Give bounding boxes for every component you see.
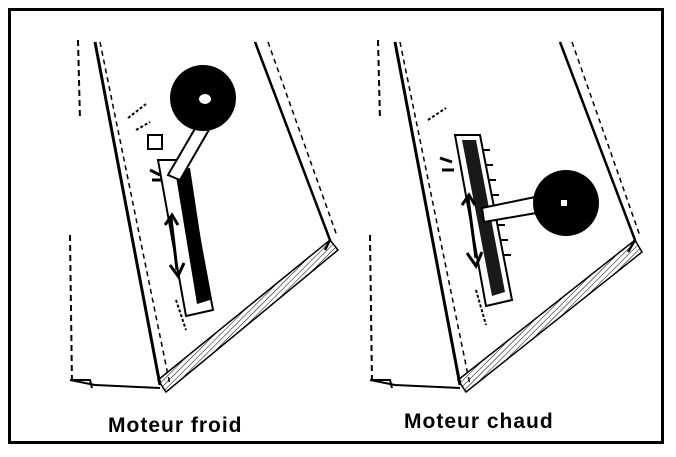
caption-cold-engine: Moteur froid bbox=[108, 414, 243, 437]
caption-hot-engine: Moteur chaud bbox=[404, 410, 554, 433]
panel-cold-engine bbox=[69, 39, 340, 394]
panel-hot-engine bbox=[369, 39, 643, 394]
